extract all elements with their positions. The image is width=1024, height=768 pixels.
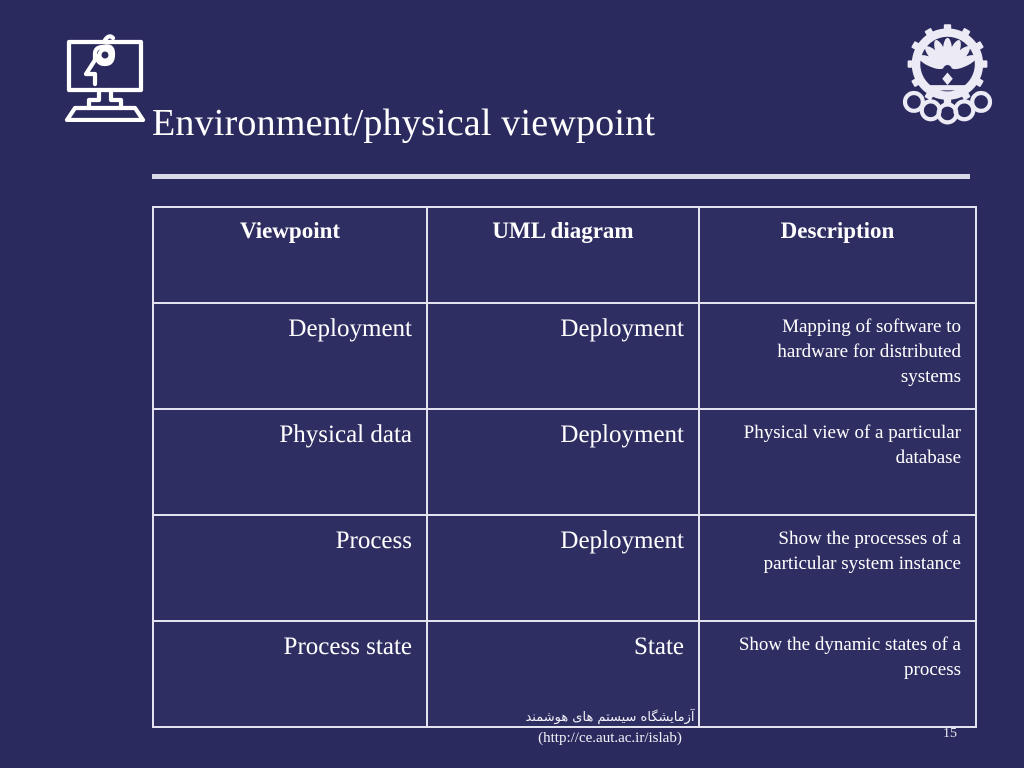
table-row: Process Deployment Show the processes of… [152, 514, 977, 622]
column-header-description: Description [698, 206, 977, 304]
cell-viewpoint: Deployment [152, 302, 428, 410]
viewpoint-table: Viewpoint UML diagram Description Deploy… [152, 206, 977, 728]
page-title: Environment/physical viewpoint [152, 102, 656, 144]
cell-description: Physical view of a particular database [698, 408, 977, 516]
footer-url: (http://ce.aut.ac.ir/islab) [538, 730, 682, 746]
cell-uml-diagram: Deployment [426, 514, 700, 622]
cell-uml-diagram: State [426, 620, 700, 728]
table-header-row: Viewpoint UML diagram Description [152, 206, 977, 304]
column-header-uml-diagram: UML diagram [426, 206, 700, 304]
footer-lab-name: آزمایشگاه سیستم های هوشمند [525, 710, 695, 725]
cell-description: Show the dynamic states of a process [698, 620, 977, 728]
cell-viewpoint: Process [152, 514, 428, 622]
cell-viewpoint: Process state [152, 620, 428, 728]
cell-description: Mapping of software to hardware for dist… [698, 302, 977, 410]
intelligent-systems-lab-logo-icon [55, 22, 155, 123]
cell-uml-diagram: Deployment [426, 302, 700, 410]
table-row: Deployment Deployment Mapping of softwar… [152, 302, 977, 410]
cell-viewpoint: Physical data [152, 408, 428, 516]
cell-description: Show the processes of a particular syste… [698, 514, 977, 622]
title-divider [152, 174, 970, 179]
column-header-viewpoint: Viewpoint [152, 206, 428, 304]
table-row: Physical data Deployment Physical view o… [152, 408, 977, 516]
table-row: Process state State Show the dynamic sta… [152, 620, 977, 728]
page-number: 15 [943, 726, 957, 741]
footer: آزمایشگاه سیستم های هوشمند (http://ce.au… [400, 708, 820, 748]
amirkabir-university-logo-icon [895, 20, 1000, 125]
cell-uml-diagram: Deployment [426, 408, 700, 516]
